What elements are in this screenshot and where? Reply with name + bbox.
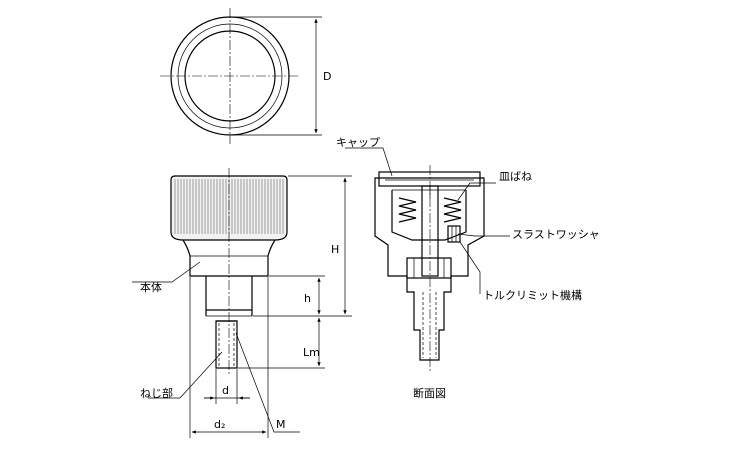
cap-leader bbox=[345, 147, 393, 177]
section-outline bbox=[374, 177, 485, 361]
label-cap: キャップ bbox=[336, 136, 380, 149]
m-leader bbox=[235, 332, 300, 433]
dim-label-h: h bbox=[304, 292, 311, 305]
section-cap bbox=[378, 171, 481, 187]
dim-label-D: D bbox=[323, 70, 331, 83]
label-torque-limit: トルクリミット機構 bbox=[483, 288, 582, 302]
section-view: キャップ 皿ばね スラストワッシャ トルクリミット機構 断面図 bbox=[336, 136, 600, 400]
label-body: 本体 bbox=[140, 280, 162, 294]
knurl-lines bbox=[174, 179, 284, 234]
label-section: 断面図 bbox=[413, 386, 446, 400]
thread-leader bbox=[148, 351, 223, 399]
disc-spring-left bbox=[398, 197, 417, 223]
thrust-washer-leader bbox=[457, 233, 510, 237]
dim-label-H: H bbox=[331, 243, 339, 256]
side-view: H h Lm d d₂ M 本体 ねじ部 bbox=[132, 168, 352, 438]
top-view: D bbox=[160, 8, 331, 144]
label-disc-spring: 皿ばね bbox=[499, 170, 532, 183]
dim-label-Lm: Lm bbox=[303, 346, 320, 359]
dim-label-M: M bbox=[276, 418, 286, 431]
body-leader bbox=[132, 261, 201, 283]
inner-cavity bbox=[391, 190, 467, 241]
label-thrust-washer: スラストワッシャ bbox=[512, 228, 600, 241]
section-nut bbox=[406, 257, 452, 279]
disc-spring-leader bbox=[457, 182, 496, 201]
torque-limit-leader bbox=[459, 241, 481, 294]
dim-label-d: d bbox=[222, 384, 229, 397]
disc-spring-right bbox=[443, 197, 462, 223]
dim-label-d2: d₂ bbox=[214, 418, 225, 431]
label-thread: ねじ部 bbox=[140, 386, 173, 400]
